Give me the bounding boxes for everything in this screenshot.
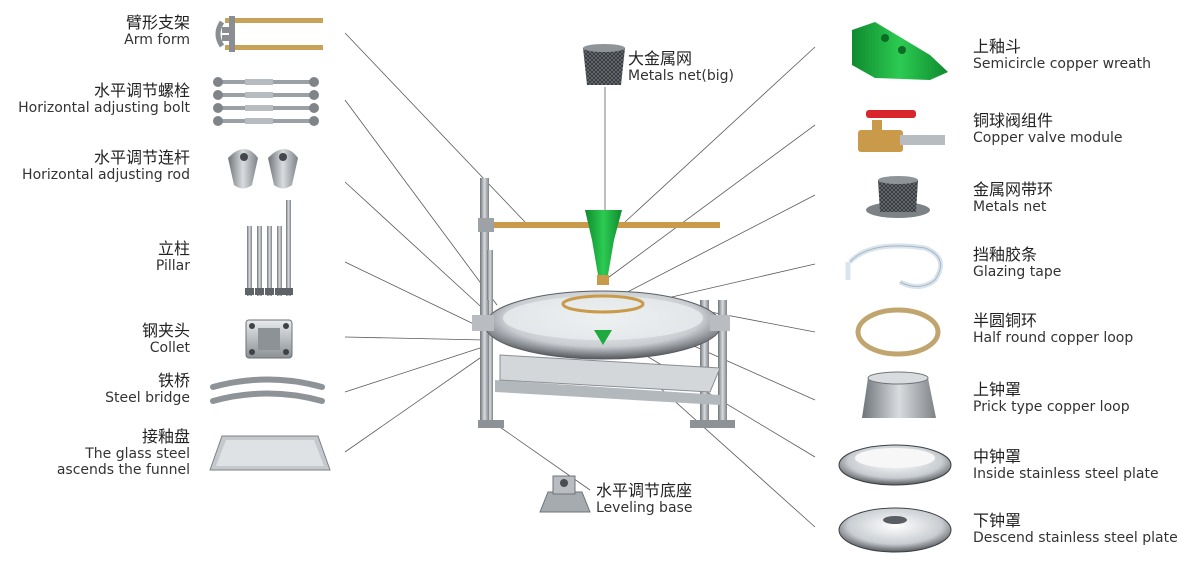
part-name-en: Metals net(big) <box>628 68 734 85</box>
label-leveling-base: 水平调节底座 Leveling base <box>596 481 693 517</box>
part-name-zh: 铁桥 <box>157 371 190 390</box>
label-lower-bell: 下钟罩 Descend stainless steel plate <box>973 511 1178 547</box>
valve-icon <box>858 110 945 152</box>
part-name-en: Prick type copper loop <box>973 399 1130 416</box>
part-name-en: Metals net <box>973 199 1047 216</box>
part-name-en: Steel bridge <box>105 390 190 407</box>
part-name-en: Semicircle copper wreath <box>973 56 1152 73</box>
label-metal-net-ring: 金属网带环 Metals net <box>973 180 1054 216</box>
copper-loop-icon <box>855 307 941 357</box>
label-collet: 钢夹头 Collet <box>141 321 190 357</box>
part-name-en: The glass steel <box>85 446 190 463</box>
label-half-round-copper-loop: 半圆铜环 Half round copper loop <box>973 311 1134 347</box>
bolt-icon <box>213 77 319 126</box>
label-glaze-tray: 接釉盘 The glass steel ascends the funnel <box>56 427 190 479</box>
part-name-zh: 上钟罩 <box>973 380 1022 399</box>
label-horizontal-adjusting-bolt: 水平调节螺栓 Horizontal adjusting bolt <box>18 81 190 117</box>
part-name-en: Arm form <box>124 32 190 49</box>
part-name-en-line2: ascends the funnel <box>56 462 190 479</box>
lower-bell-icon <box>838 507 952 553</box>
tray-icon <box>209 435 331 471</box>
part-name-zh: 下钟罩 <box>973 511 1022 530</box>
part-name-zh: 立柱 <box>157 239 190 258</box>
part-name-zh: 水平调节连杆 <box>93 148 190 167</box>
label-metal-net-big: 大金属网 Metals net(big) <box>628 49 734 85</box>
label-glazing-tape: 挡釉胶条 Glazing tape <box>973 245 1062 281</box>
part-name-zh: 钢夹头 <box>141 321 190 340</box>
label-steel-bridge: 铁桥 Steel bridge <box>105 371 190 407</box>
part-name-zh: 铜球阀组件 <box>973 111 1054 130</box>
leveling-base-icon <box>539 475 591 513</box>
part-name-zh: 水平调节底座 <box>596 481 693 500</box>
part-name-zh: 金属网带环 <box>973 180 1054 199</box>
part-name-zh: 大金属网 <box>628 49 693 68</box>
arm-form-icon <box>215 16 323 52</box>
machine-illustration <box>472 178 735 428</box>
label-middle-bell: 中钟罩 Inside stainless steel plate <box>973 447 1159 483</box>
collet-icon <box>245 319 293 359</box>
part-name-zh: 接釉盘 <box>141 427 190 446</box>
middle-bell-icon <box>838 444 952 486</box>
part-name-en: Glazing tape <box>973 264 1062 281</box>
label-copper-valve: 铜球阀组件 Copper valve module <box>973 111 1123 147</box>
part-name-zh: 上釉斗 <box>973 37 1022 56</box>
part-name-zh: 半圆铜环 <box>973 311 1038 330</box>
part-name-en: Leveling base <box>596 500 693 517</box>
label-horizontal-adjusting-rod: 水平调节连杆 Horizontal adjusting rod <box>22 148 190 184</box>
part-name-zh: 中钟罩 <box>973 447 1022 466</box>
label-upper-bell: 上钟罩 Prick type copper loop <box>973 380 1130 416</box>
steel-bridge-icon <box>210 376 325 404</box>
part-name-en: Collet <box>149 340 190 357</box>
label-pillar: 立柱 Pillar <box>155 239 190 275</box>
label-arm-form: 臂形支架 Arm form <box>124 13 190 49</box>
part-name-en: Pillar <box>155 258 190 275</box>
part-name-en: Inside stainless steel plate <box>973 466 1159 483</box>
pillar-icon <box>245 200 293 296</box>
glaze-funnel-icon <box>852 22 948 80</box>
part-name-en: Half round copper loop <box>973 330 1134 347</box>
part-name-en: Horizontal adjusting bolt <box>18 100 190 117</box>
part-name-zh: 挡釉胶条 <box>973 245 1038 264</box>
leader-lines <box>344 32 816 528</box>
glazing-tape-icon <box>845 243 944 289</box>
part-name-zh: 臂形支架 <box>125 13 190 32</box>
part-name-en: Descend stainless steel plate <box>973 530 1178 547</box>
part-name-en: Horizontal adjusting rod <box>22 167 190 184</box>
part-name-zh: 水平调节螺栓 <box>93 81 190 100</box>
rod-icon <box>228 149 298 189</box>
part-name-en: Copper valve module <box>973 130 1123 147</box>
upper-bell-icon <box>862 371 936 418</box>
metal-net-big-icon <box>583 44 625 85</box>
label-glaze-funnel: 上釉斗 Semicircle copper wreath <box>973 37 1152 73</box>
metal-net-ring-icon <box>866 176 930 218</box>
